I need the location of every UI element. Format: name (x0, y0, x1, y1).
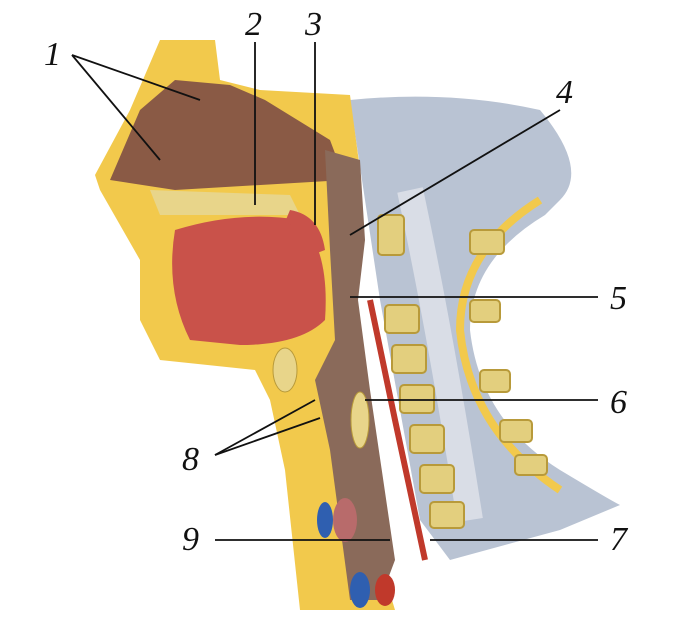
vertebrae (377, 214, 548, 529)
vein (317, 502, 333, 538)
hyoid (272, 347, 298, 393)
spinal-cord (397, 187, 483, 523)
label-2: 2 (245, 6, 262, 43)
tongue (172, 216, 326, 345)
pharynx (315, 150, 395, 600)
label-3: 3 (305, 6, 322, 43)
label-7: 7 (610, 521, 627, 558)
epiglottis (350, 391, 370, 449)
nasal-cavity (110, 80, 345, 190)
vein-lower (350, 572, 370, 608)
artery (375, 574, 395, 606)
label-6: 6 (610, 384, 627, 421)
thyroid (333, 498, 357, 542)
label-9: 9 (182, 521, 199, 558)
label-4: 4 (556, 74, 573, 111)
soft-palate (285, 210, 325, 255)
label-1: 1 (44, 36, 61, 73)
label-8: 8 (182, 441, 199, 478)
label-5: 5 (610, 280, 627, 317)
esophagus-wall (367, 299, 428, 561)
leader-lines (71, 42, 598, 541)
hard-palate (150, 190, 300, 215)
